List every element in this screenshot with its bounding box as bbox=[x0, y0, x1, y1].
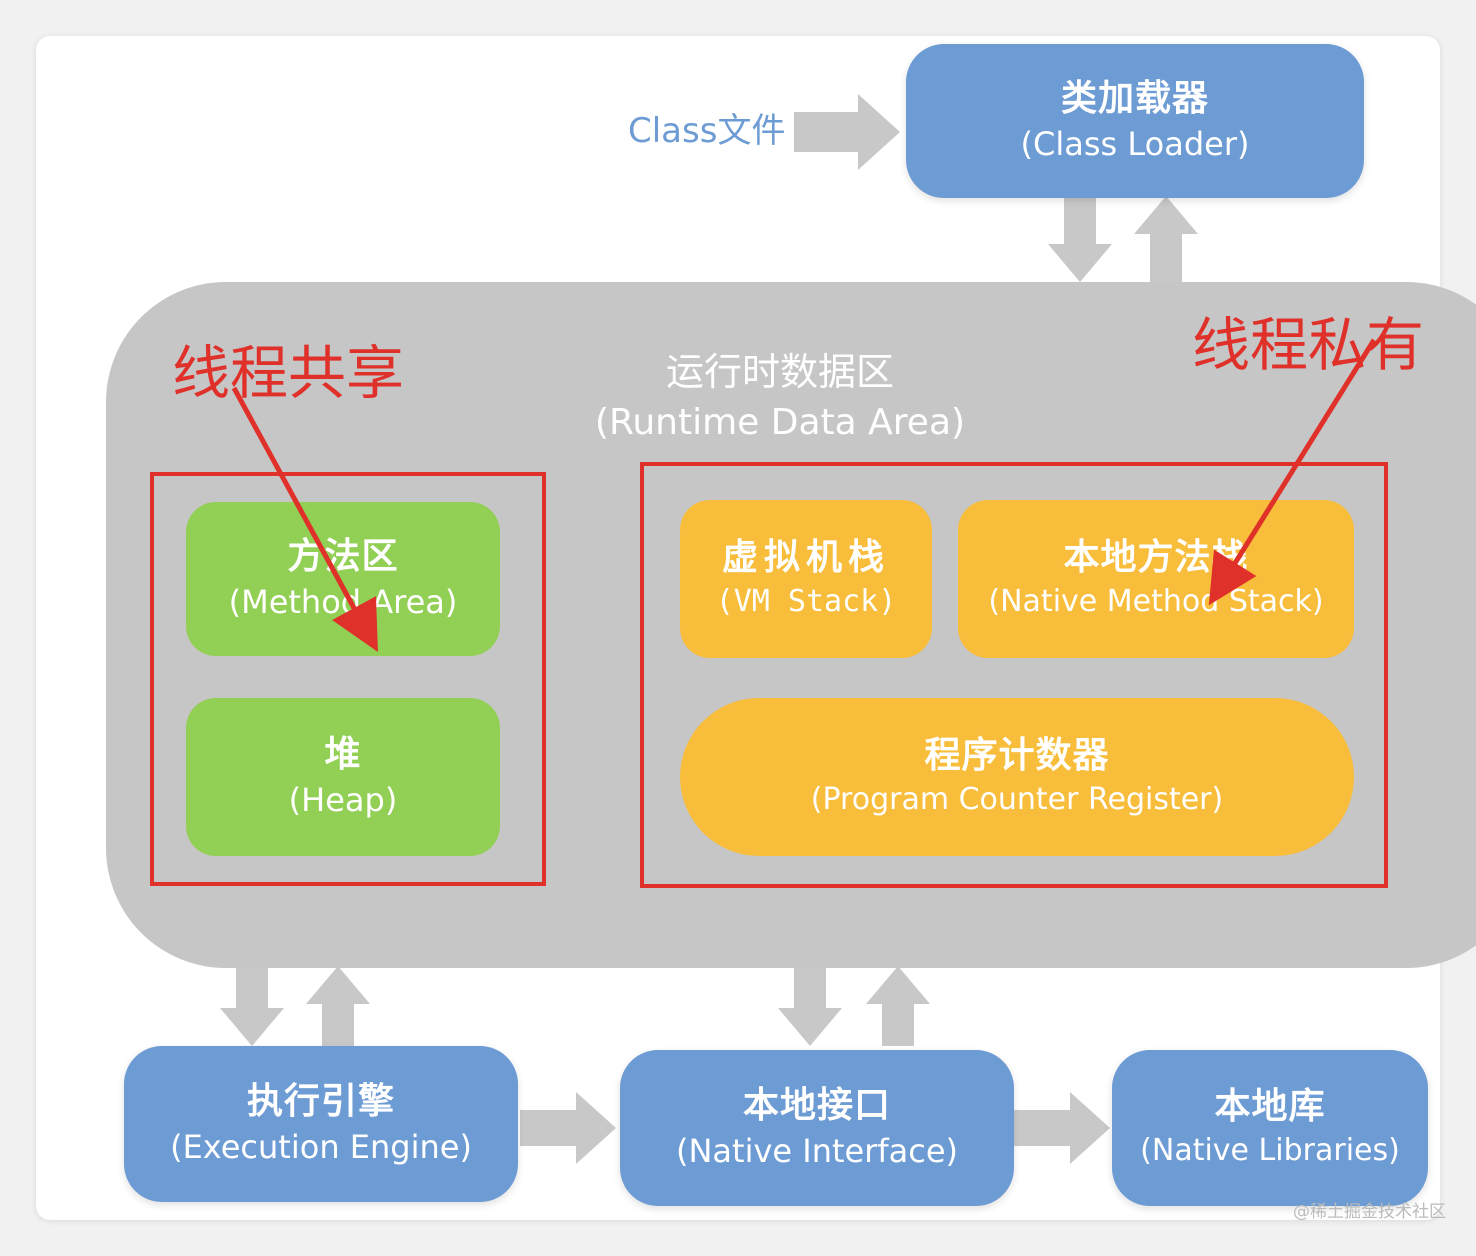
arrow-engine-to-interface bbox=[520, 1092, 616, 1164]
private-region-frame bbox=[640, 462, 1388, 888]
vm-stack-subtitle: (VM Stack) bbox=[715, 584, 897, 620]
heap-title: 堆 bbox=[324, 734, 362, 775]
private-annotation-arrow bbox=[1208, 338, 1377, 606]
program-counter-subtitle: (Program Counter Register) bbox=[810, 782, 1224, 818]
annotation-thread-private: 线程私有 bbox=[1192, 311, 1425, 379]
runtime-area-en: (Runtime Data Area) bbox=[594, 402, 966, 444]
native-libraries-box: 本地库 (Native Libraries) bbox=[1112, 1050, 1428, 1206]
class-loader-subtitle: (Class Loader) bbox=[1020, 124, 1250, 163]
class-loader-title: 类加载器 bbox=[1060, 78, 1209, 119]
program-counter-title: 程序计数器 bbox=[924, 735, 1110, 777]
class-file-label: Class文件 bbox=[628, 111, 786, 151]
shared-region-frame bbox=[150, 472, 546, 886]
vm-stack-box: 虚拟机栈 (VM Stack) bbox=[680, 500, 932, 658]
execution-engine-box: 执行引擎 (Execution Engine) bbox=[124, 1046, 518, 1202]
watermark: @稀土掘金技术社区 bbox=[1293, 1202, 1446, 1222]
arrow-interface-to-libraries bbox=[1014, 1092, 1110, 1164]
heap-box: 堆 (Heap) bbox=[186, 698, 500, 856]
native-interface-box: 本地接口 (Native Interface) bbox=[620, 1050, 1014, 1206]
arrow-engine-up-to-runtime bbox=[306, 966, 370, 1046]
vm-stack-title: 虚拟机栈 bbox=[721, 537, 890, 579]
native-interface-title: 本地接口 bbox=[742, 1085, 891, 1126]
native-libraries-subtitle: (Native Libraries) bbox=[1140, 1133, 1400, 1169]
annotation-thread-shared: 线程共享 bbox=[172, 339, 405, 407]
arrow-runtime-down-to-engine bbox=[220, 964, 284, 1046]
execution-engine-title: 执行引擎 bbox=[246, 1081, 395, 1122]
class-loader-box: 类加载器 (Class Loader) bbox=[906, 44, 1364, 198]
native-interface-subtitle: (Native Interface) bbox=[675, 1131, 958, 1170]
execution-engine-subtitle: (Execution Engine) bbox=[170, 1127, 472, 1166]
arrow-loader-down bbox=[1048, 196, 1112, 282]
arrow-interface-up-to-runtime bbox=[866, 966, 930, 1046]
arrow-runtime-down-to-interface bbox=[778, 964, 842, 1046]
runtime-data-area-title: 运行时数据区 (Runtime Data Area) bbox=[560, 348, 1000, 450]
program-counter-box: 程序计数器 (Program Counter Register) bbox=[680, 698, 1354, 856]
runtime-area-zh: 运行时数据区 bbox=[665, 350, 894, 394]
heap-subtitle: (Heap) bbox=[288, 780, 398, 819]
arrow-runtime-up-to-loader bbox=[1134, 196, 1198, 282]
arrow-classfile-to-loader bbox=[794, 94, 900, 170]
native-libraries-title: 本地库 bbox=[1214, 1086, 1326, 1128]
method-area-title: 方法区 bbox=[287, 536, 399, 577]
shared-annotation-arrow bbox=[231, 386, 378, 652]
native-method-stack-subtitle: (Native Method Stack) bbox=[988, 584, 1324, 620]
